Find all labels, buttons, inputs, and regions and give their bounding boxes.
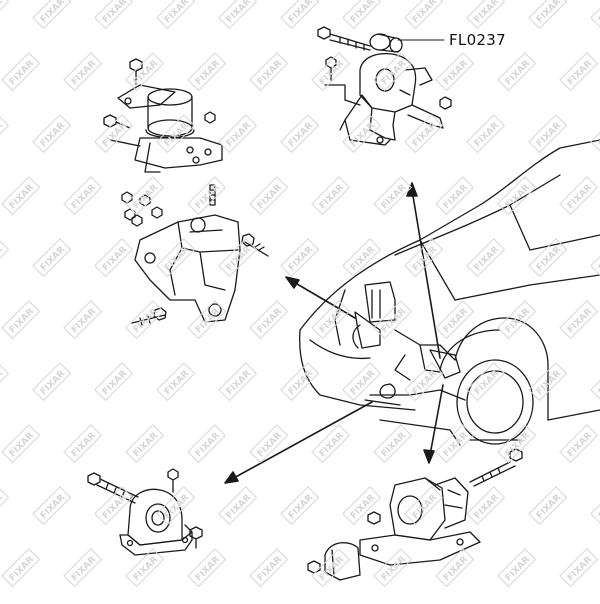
arrow-to-bottom-right-mount (429, 384, 444, 456)
callout-arrows (224, 182, 444, 484)
top-left-mount (103, 58, 223, 173)
arrow-head-left (285, 276, 300, 289)
arrow-head-top-right (406, 182, 418, 197)
top-right-mount-fl0237 (317, 26, 452, 146)
arrow-to-left-mount (291, 280, 356, 319)
middle-left-mount (121, 184, 269, 326)
bottom-left-mount (87, 468, 203, 556)
arrow-to-bottom-left-mount (231, 401, 373, 480)
arrow-to-top-right-mount (411, 189, 441, 359)
bottom-right-mount (307, 448, 523, 581)
car-body-outline (299, 139, 600, 446)
arrow-head-bottom-right (423, 449, 435, 464)
part-number-label: FL0237 (449, 31, 506, 49)
arrow-head-bottom-left (224, 471, 239, 484)
